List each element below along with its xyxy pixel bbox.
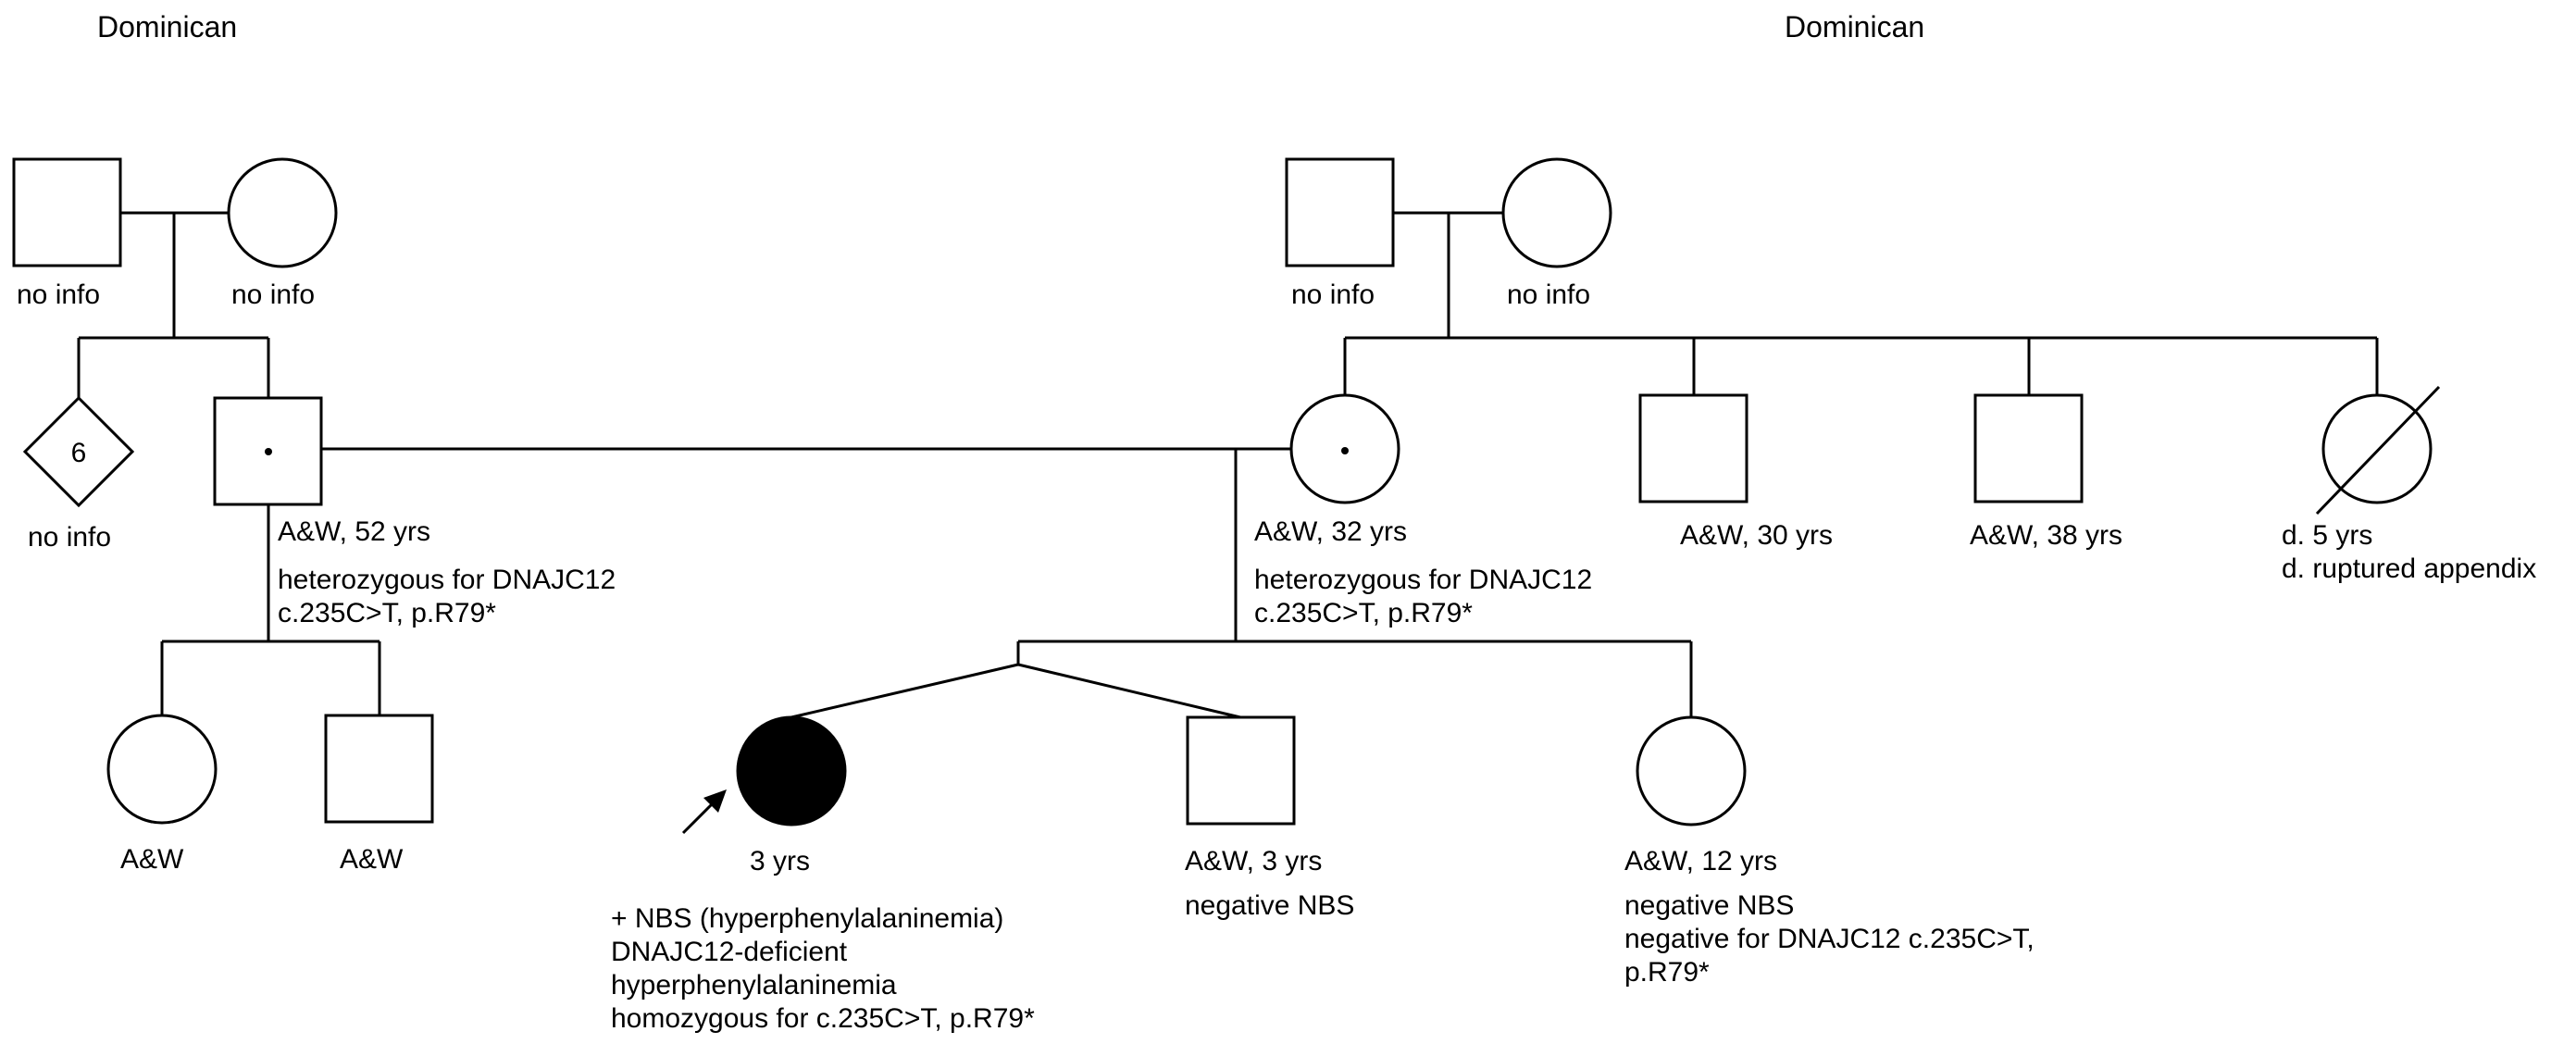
maternal-sister-label-line1: d. 5 yrs	[2282, 520, 2372, 551]
deceased-slash	[2315, 385, 2441, 516]
half-sister-label: A&W	[120, 844, 184, 875]
paternal-siblings-diamond	[22, 395, 135, 508]
father-status: A&W, 52 yrs	[278, 516, 430, 547]
proband-line3: hyperphenylalaninemia	[611, 970, 897, 1000]
twin-brother-line1: A&W, 3 yrs	[1185, 846, 1322, 876]
mother-genotype-line2: c.235C>T, p.R79*	[1254, 598, 1473, 628]
maternal-grandfather-label: no info	[1291, 280, 1375, 310]
maternal-brother-2-label: A&W, 38 yrs	[1970, 520, 2122, 551]
maternal-sister-label-line2: d. ruptured appendix	[2282, 553, 2536, 584]
maternal-brother-1-square	[1638, 393, 1748, 503]
twin-brother-square	[1186, 715, 1296, 826]
sister-line3: negative for DNAJC12 c.235C>T,	[1624, 924, 2035, 954]
maternal-grandmother-circle	[1501, 157, 1612, 268]
half-brother-square	[324, 714, 434, 824]
proband-line2: DNAJC12-deficient	[611, 937, 848, 967]
maternal-brother-1-label: A&W, 30 yrs	[1680, 520, 1833, 551]
ethnicity-label-maternal: Dominican	[1785, 10, 1924, 44]
proband-twin-line	[790, 663, 1019, 719]
half-sister-circle	[106, 714, 218, 825]
sister-line2: negative NBS	[1624, 890, 1794, 921]
half-brother-label: A&W	[340, 844, 404, 875]
paternal-siblings-count: 6	[71, 438, 87, 468]
paternal-siblings-label: no info	[28, 522, 111, 553]
mother-carrier-dot	[1341, 447, 1349, 454]
father-genotype-line2: c.235C>T, p.R79*	[278, 598, 496, 628]
proband-arrow-head	[703, 789, 727, 813]
proband-line1: + NBS (hyperphenylalaninemia)	[611, 903, 1003, 934]
sister-line1: A&W, 12 yrs	[1624, 846, 1777, 876]
paternal-grandfather-label: no info	[17, 280, 100, 310]
mother-status: A&W, 32 yrs	[1254, 516, 1407, 547]
maternal-brother-2-square	[1973, 393, 2084, 503]
proband-line4: homozygous for c.235C>T, p.R79*	[611, 1003, 1035, 1034]
paternal-grandfather-square	[12, 157, 122, 267]
paternal-grandmother-circle	[227, 157, 338, 268]
maternal-grandfather-square	[1285, 157, 1395, 267]
brother-twin-line	[1017, 663, 1241, 719]
sister-line4: p.R79*	[1624, 957, 1710, 988]
father-carrier-dot	[265, 448, 272, 455]
mother-genotype-line1: heterozygous for DNAJC12	[1254, 565, 1592, 595]
proband-age: 3 yrs	[750, 846, 810, 876]
ethnicity-label-paternal: Dominican	[97, 10, 237, 44]
father-genotype-line1: heterozygous for DNAJC12	[278, 565, 616, 595]
proband-affected-circle	[736, 715, 847, 826]
sister-circle	[1636, 715, 1747, 826]
twin-brother-line2: negative NBS	[1185, 890, 1354, 921]
maternal-grandmother-label: no info	[1507, 280, 1590, 310]
paternal-grandmother-label: no info	[231, 280, 315, 310]
